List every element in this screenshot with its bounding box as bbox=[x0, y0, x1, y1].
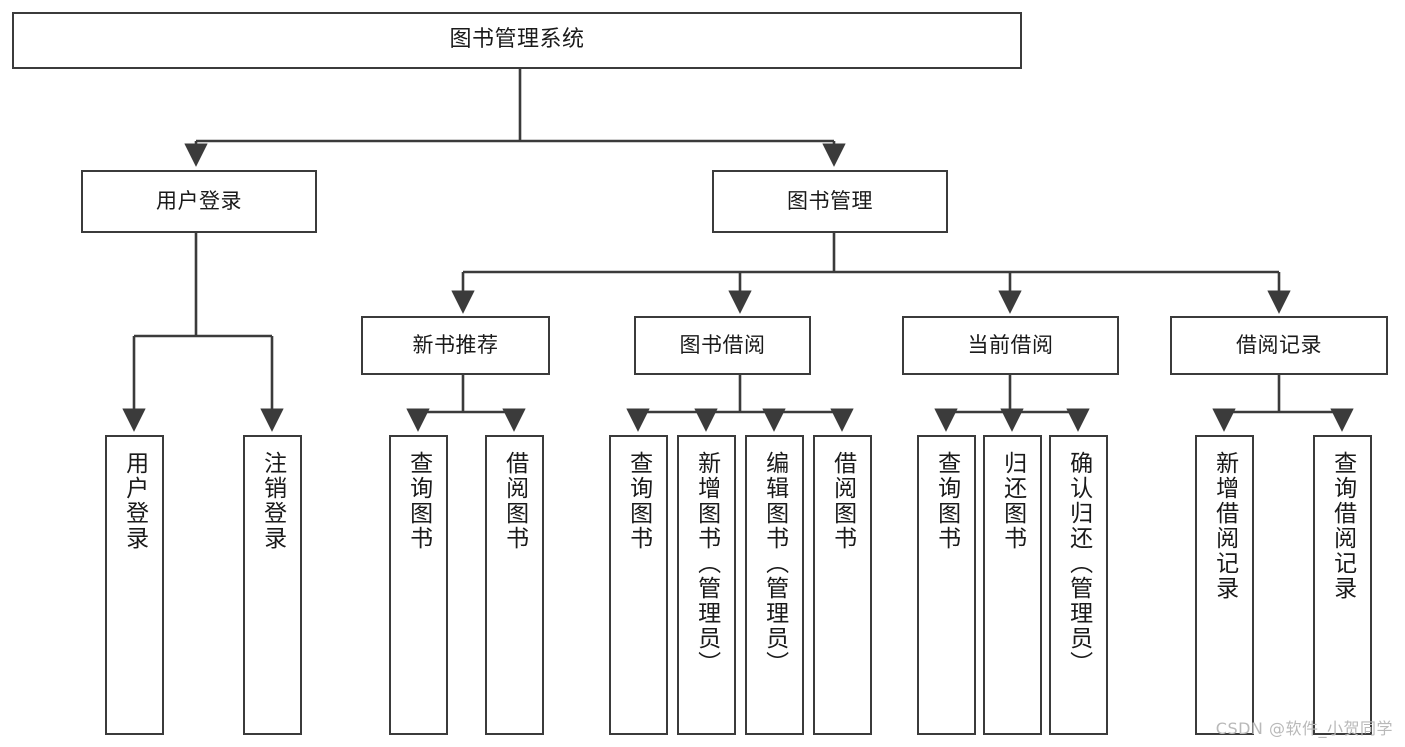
node-user-login[interactable]: 用户登录 bbox=[81, 170, 317, 233]
node-label: 新增借阅记录 bbox=[1211, 451, 1238, 601]
node-label: 新书推荐 bbox=[412, 332, 499, 357]
leaf-user-login[interactable]: 用户登录 bbox=[105, 435, 164, 735]
leaf-query-book-recommend[interactable]: 查询图书 bbox=[389, 435, 448, 735]
csdn-watermark: CSDN @软件_小贺同学 bbox=[1215, 719, 1393, 738]
node-label: 注销登录 bbox=[259, 451, 286, 551]
node-label: 新增图书（管理员） bbox=[693, 451, 720, 676]
leaf-query-borrow-record[interactable]: 查询借阅记录 bbox=[1313, 435, 1372, 735]
leaf-query-book-borrow[interactable]: 查询图书 bbox=[609, 435, 668, 735]
node-label: 查询图书 bbox=[625, 451, 652, 551]
node-book-management[interactable]: 图书管理 bbox=[712, 170, 948, 233]
leaf-logout-login[interactable]: 注销登录 bbox=[243, 435, 302, 735]
leaf-query-book-current[interactable]: 查询图书 bbox=[917, 435, 976, 735]
leaf-add-book-admin[interactable]: 新增图书（管理员） bbox=[677, 435, 736, 735]
node-label: 借阅记录 bbox=[1236, 332, 1322, 357]
node-label: 归还图书 bbox=[999, 451, 1026, 551]
node-current-borrow[interactable]: 当前借阅 bbox=[902, 316, 1119, 375]
leaf-add-borrow-record[interactable]: 新增借阅记录 bbox=[1195, 435, 1254, 735]
node-label: 查询借阅记录 bbox=[1329, 451, 1356, 601]
leaf-return-book[interactable]: 归还图书 bbox=[983, 435, 1042, 735]
node-label: 查询图书 bbox=[405, 451, 432, 551]
node-label: 借阅图书 bbox=[829, 451, 856, 551]
node-label: 图书管理 bbox=[787, 188, 873, 213]
node-label: 图书管理系统 bbox=[449, 27, 585, 53]
leaf-borrow-book[interactable]: 借阅图书 bbox=[813, 435, 872, 735]
node-label: 当前借阅 bbox=[967, 332, 1054, 357]
node-label: 用户登录 bbox=[156, 188, 242, 213]
node-label: 借阅图书 bbox=[501, 451, 528, 551]
leaf-borrow-book-recommend[interactable]: 借阅图书 bbox=[485, 435, 544, 735]
node-borrow-record[interactable]: 借阅记录 bbox=[1170, 316, 1388, 375]
leaf-confirm-return-admin[interactable]: 确认归还（管理员） bbox=[1049, 435, 1108, 735]
node-label: 确认归还（管理员） bbox=[1065, 451, 1092, 676]
node-label: 用户登录 bbox=[121, 451, 148, 551]
node-label: 编辑图书（管理员） bbox=[761, 451, 788, 676]
node-book-borrow[interactable]: 图书借阅 bbox=[634, 316, 811, 375]
node-new-book-recommendation[interactable]: 新书推荐 bbox=[361, 316, 550, 375]
node-label: 图书借阅 bbox=[679, 332, 766, 357]
node-label: 查询图书 bbox=[933, 451, 960, 551]
node-root-book-management-system[interactable]: 图书管理系统 bbox=[12, 12, 1022, 69]
leaf-edit-book-admin[interactable]: 编辑图书（管理员） bbox=[745, 435, 804, 735]
